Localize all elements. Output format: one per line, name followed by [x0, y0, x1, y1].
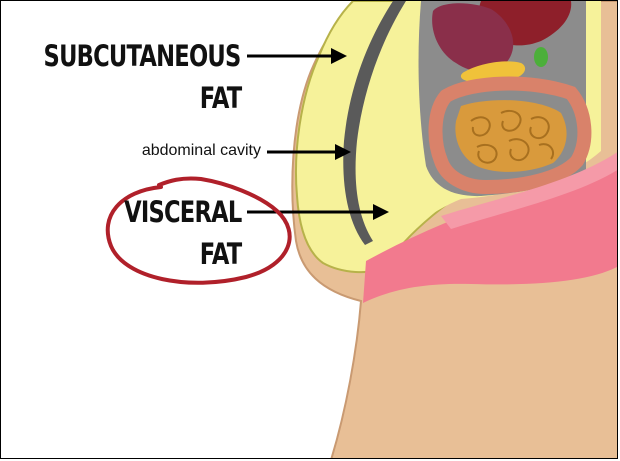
arrow-subcutaneous	[247, 48, 347, 64]
abdominal-cavity-label: abdominal cavity	[142, 142, 261, 160]
visceral-label-line1: VISCERAL	[124, 195, 241, 229]
subcutaneous-label-line1: SUBCUTANEOUS	[44, 39, 241, 73]
subcutaneous-label-line2: FAT	[199, 81, 241, 115]
visceral-label-line2: FAT	[199, 237, 241, 271]
gallbladder	[534, 47, 548, 67]
